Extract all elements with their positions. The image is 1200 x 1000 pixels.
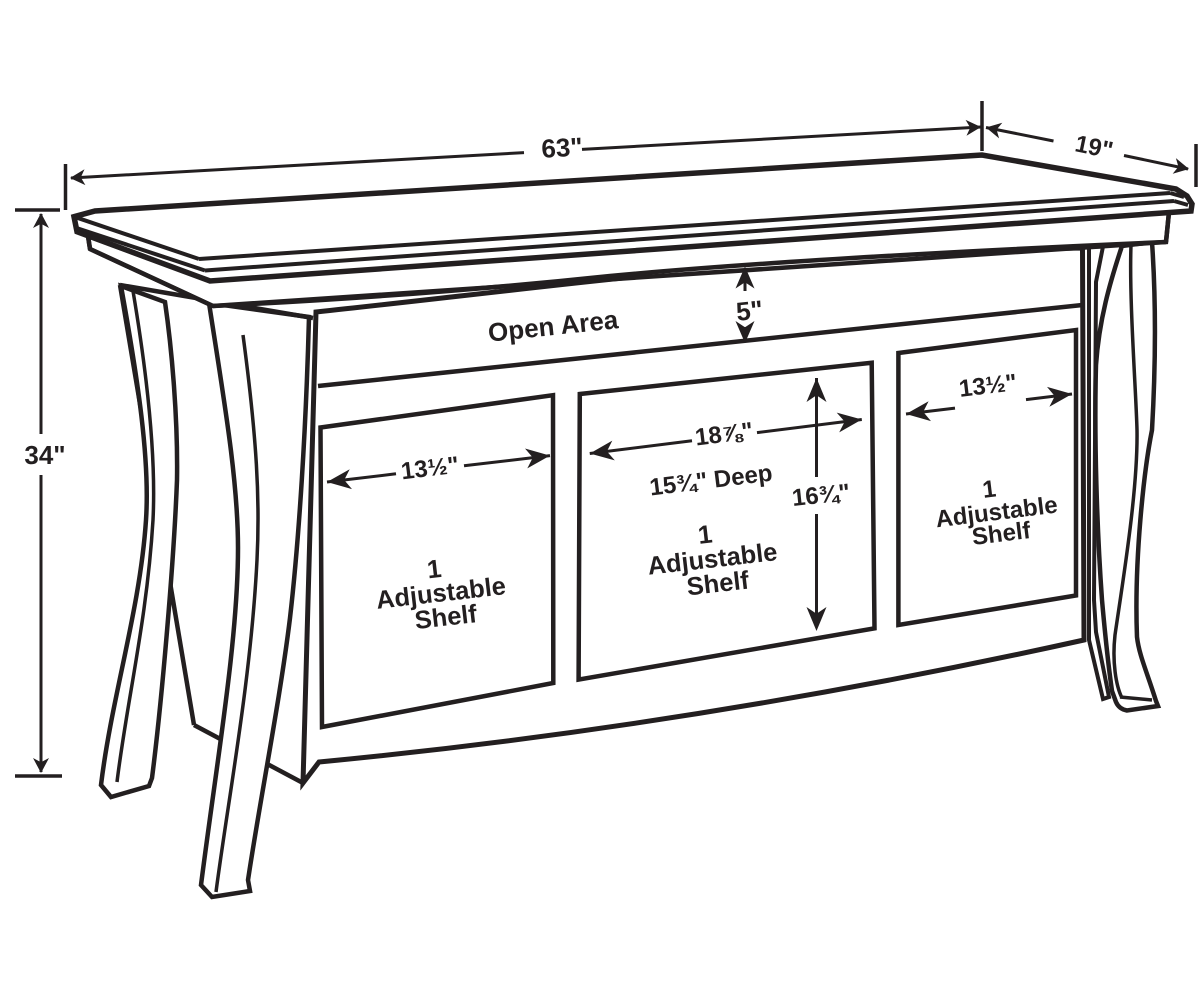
svg-text:34": 34" [24,440,65,470]
svg-text:1: 1 [697,520,714,549]
svg-text:1: 1 [981,475,998,503]
svg-text:13½": 13½" [400,452,461,486]
svg-text:1: 1 [426,555,443,584]
svg-text:16¾": 16¾" [791,479,852,512]
svg-text:5": 5" [735,294,765,327]
svg-text:63": 63" [541,131,584,163]
